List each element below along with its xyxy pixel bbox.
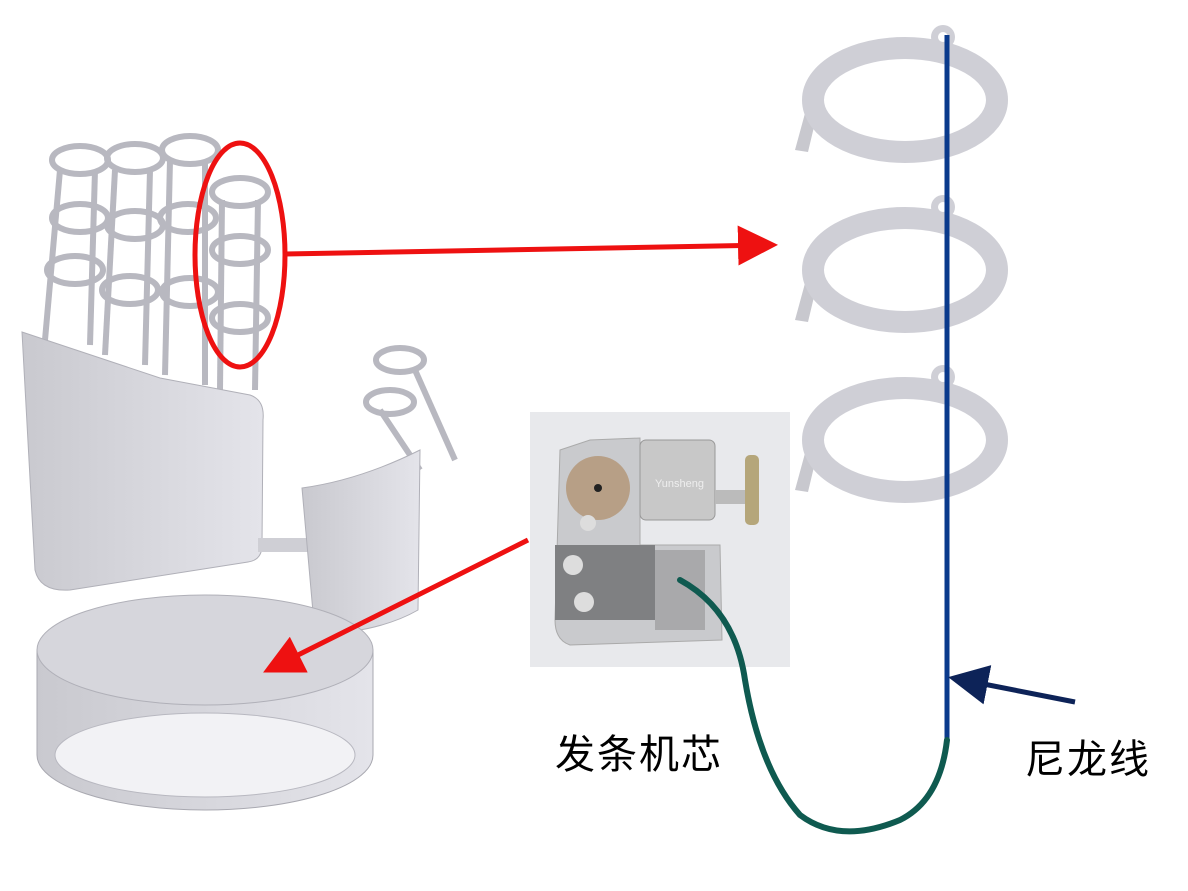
finger-column	[42, 143, 111, 346]
label-movement: 发条机芯	[555, 732, 723, 778]
thumb	[363, 345, 458, 472]
wrist-plate	[301, 449, 421, 636]
ring-segment	[795, 25, 1008, 163]
ring-segment	[795, 195, 1008, 333]
photo-brand-text: Yunsheng	[655, 478, 704, 490]
ring-segment	[795, 365, 1008, 503]
palm-plate	[21, 331, 264, 591]
arrow-to-base	[263, 537, 530, 673]
base-cylinder	[36, 594, 374, 811]
music-box-photo: Yunsheng	[530, 412, 790, 667]
highlight-ellipse	[192, 140, 288, 370]
finger-column	[157, 133, 221, 385]
winding-thread-line	[677, 577, 950, 835]
arrow-to-nylon-thread	[948, 665, 1076, 705]
connector-bar	[258, 538, 308, 552]
label-nylon-thread: 尼龙线	[1025, 737, 1151, 783]
finger-column	[99, 141, 166, 366]
detail-rings	[795, 25, 1008, 503]
hand-model	[21, 133, 458, 811]
arrow-to-detail	[284, 225, 778, 266]
